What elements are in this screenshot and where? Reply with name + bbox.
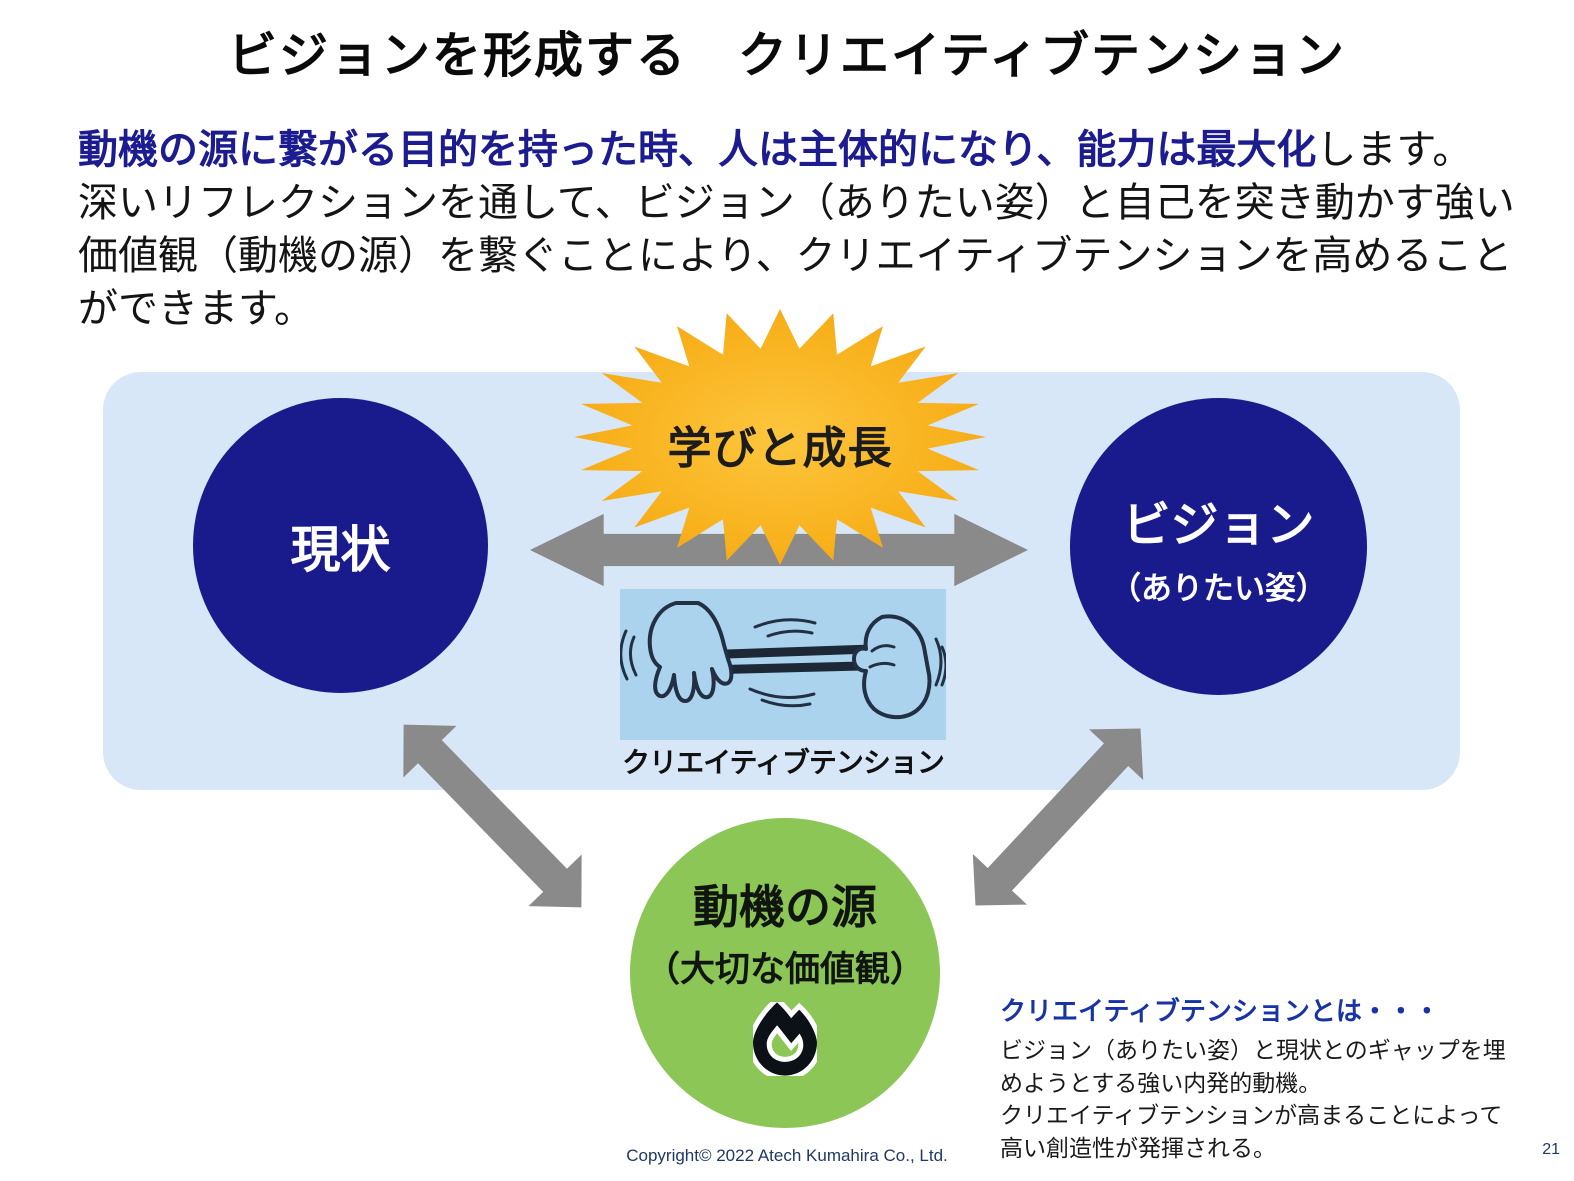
motivation-sublabel: （大切な価値観） xyxy=(644,949,925,989)
burst-label: 学びと成長 xyxy=(667,424,893,473)
starburst-icon xyxy=(574,309,986,565)
note-body-2: クリエイティブテンションが高まることによって高い創造性が発揮される。 xyxy=(1000,1102,1503,1161)
page-number: 21 xyxy=(1542,1141,1560,1158)
vision-circle: ビジョン （ありたい姿） xyxy=(1070,398,1367,695)
intro-line-1: 動機の源に繋がる目的を持った時、人は主体的になり、能力は最大化します。 xyxy=(78,124,1530,177)
flame-icon xyxy=(753,1001,817,1076)
vision-sublabel: （ありたい姿） xyxy=(1110,571,1327,606)
note-block: クリエイティブテンションとは・・・ ビジョン（ありたい姿）と現状とのギャップを埋… xyxy=(1000,991,1510,1165)
current-state-circle: 現状 xyxy=(193,398,488,693)
vision-label: ビジョン xyxy=(1122,499,1315,552)
double-arrow-icon-left xyxy=(403,724,582,908)
note-body-1: ビジョン（ありたい姿）と現状とのギャップを埋めようとする強い内発的動機。 xyxy=(1000,1037,1506,1096)
motivation-circle: 動機の源 （大切な価値観） xyxy=(630,818,940,1128)
page-title: ビジョンを形成する クリエイティブテンション xyxy=(227,29,1347,83)
current-state-label: 現状 xyxy=(290,521,391,578)
double-arrow-icon-right xyxy=(972,728,1144,906)
intro-body: 深いリフレクションを通して、ビジョン（ありたい姿）と自己を突き動かす強い価値観（… xyxy=(78,181,1515,331)
hands-stretching-band-icon xyxy=(619,601,948,720)
footer-copyright: Copyright© 2022 Atech Kumahira Co., Ltd. xyxy=(626,1146,948,1165)
burst-shape xyxy=(574,309,986,565)
intro-highlight: 動機の源に繋がる目的を持った時、人は主体的になり、能力は最大化 xyxy=(78,128,1317,172)
motivation-label: 動機の源 xyxy=(693,880,877,933)
tension-caption: クリエイティブテンション xyxy=(622,747,945,778)
intro-highlight-suffix: します。 xyxy=(1316,128,1473,172)
intro-paragraph: 動機の源に繋がる目的を持った時、人は主体的になり、能力は最大化します。 深いリフ… xyxy=(78,124,1530,336)
note-heading: クリエイティブテンションとは・・・ xyxy=(1000,996,1440,1026)
rubber-band-illustration xyxy=(619,589,948,740)
